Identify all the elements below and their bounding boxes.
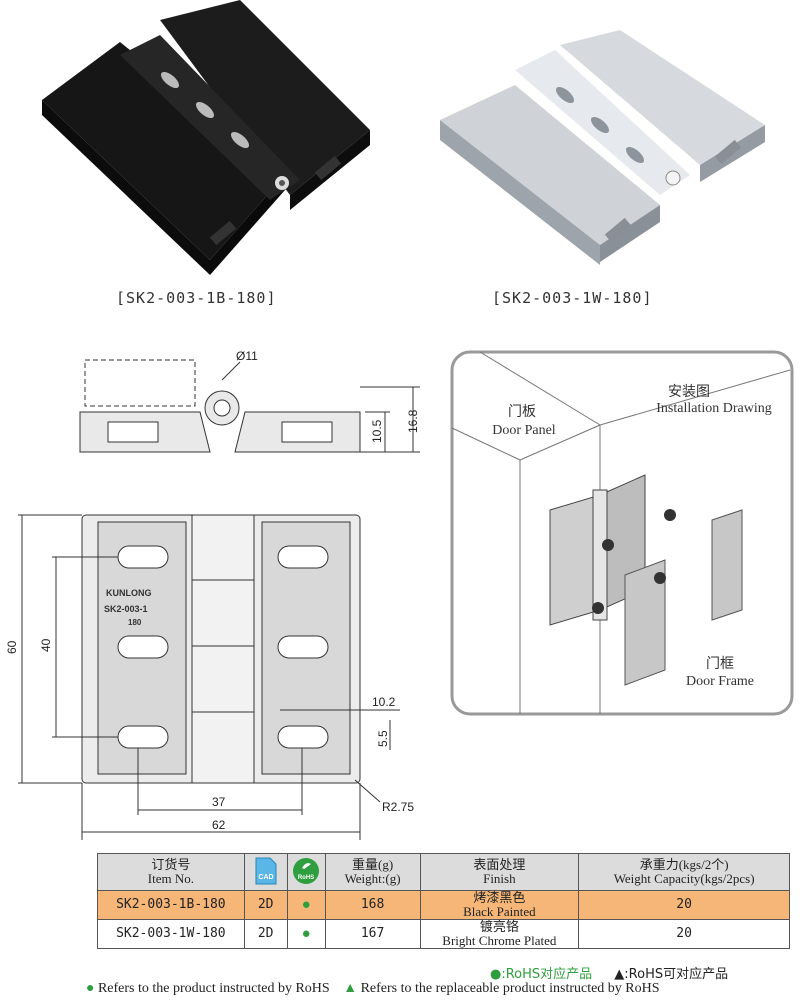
leaf-thickness-dim: 10.5 xyxy=(370,419,384,443)
rohs-legend-en: ● Refers to the product instructed by Ro… xyxy=(86,981,660,997)
cell-weight: 167 xyxy=(324,919,421,949)
chrome-hinge-caption: [SK2-003-1W-180] xyxy=(492,289,653,307)
model-marking: SK2-003-1 xyxy=(104,604,148,614)
header-cad: CAD xyxy=(243,853,288,891)
hole-width-spacing-dim: 37 xyxy=(212,795,226,809)
cell-capacity: 20 xyxy=(578,890,790,920)
cell-rohs: ● xyxy=(286,890,326,920)
header-capacity: 承重力(kgs/2个)Weight Capacity(kgs/2pcs) xyxy=(578,853,790,891)
replace-legend-en-text: Refers to the replaceable product instru… xyxy=(360,981,660,996)
black-hinge-caption: [SK2-003-1B-180] xyxy=(116,289,277,307)
replace-legend-cn-item: ▲:RoHS可对应产品 xyxy=(614,967,729,982)
slot-height-dim: 5.5 xyxy=(376,730,390,747)
cell-weight: 168 xyxy=(324,890,421,920)
cell-item: SK2-003-1B-180 xyxy=(97,890,245,920)
green-dot-icon: ● xyxy=(86,981,95,996)
cell-capacity: 20 xyxy=(578,919,790,949)
side-view xyxy=(79,359,420,453)
technical-drawing: Ø11 16.8 10.5 60 40 37 62 10.2 xyxy=(5,349,420,840)
height-total-dim: 60 xyxy=(5,640,19,654)
product-photos xyxy=(42,0,765,275)
hole-spacing-dim: 40 xyxy=(39,638,53,652)
installation-title-cn: 安装图 xyxy=(668,384,710,400)
cell-cad: 2D xyxy=(243,919,288,949)
angle-marking: 180 xyxy=(128,618,142,627)
rohs-legend-cn-item: ●:RoHS对应产品 xyxy=(490,967,593,982)
cell-rohs: ● xyxy=(286,919,326,949)
cell-item: SK2-003-1W-180 xyxy=(97,919,245,949)
door-panel-en: Door Panel xyxy=(492,423,555,438)
rohs-legend-en-text: Refers to the product instructed by RoHS xyxy=(97,981,330,996)
cell-cad: 2D xyxy=(243,890,288,920)
installation-hinge xyxy=(549,474,743,686)
svg-text:RoHS: RoHS xyxy=(298,875,314,881)
brand-marking: KUNLONG xyxy=(106,588,152,598)
svg-text:CAD: CAD xyxy=(258,874,273,881)
door-panel-cn: 门板 xyxy=(508,404,536,420)
triangle-icon: ▲ xyxy=(343,981,358,996)
header-rohs: RoHS xyxy=(286,853,326,891)
installation-title-en: Installation Drawing xyxy=(656,401,771,416)
rohs-icon: RoHS xyxy=(293,857,320,884)
front-view xyxy=(18,514,400,840)
total-thickness-dim: 16.8 xyxy=(406,409,420,433)
slot-width-dim: 10.2 xyxy=(372,695,396,709)
rohs-legend-cn: ●:RoHS对应产品 ▲:RoHS可对应产品 xyxy=(490,963,728,982)
hole-diameter-dim: Ø11 xyxy=(236,349,258,363)
installation-drawing: 安装图 Installation Drawing 门板 Door Panel 门… xyxy=(450,350,794,716)
width-total-dim: 62 xyxy=(212,818,226,832)
door-frame-en: Door Frame xyxy=(686,674,754,689)
radius-dim: R2.75 xyxy=(382,800,414,814)
cad-file-icon: CAD xyxy=(255,857,277,884)
black-hinge-image xyxy=(42,0,370,275)
chrome-hinge-image xyxy=(440,30,765,265)
header-weight: 重量(g)Weight:(g) xyxy=(324,853,421,891)
door-frame-cn: 门框 xyxy=(706,656,734,672)
